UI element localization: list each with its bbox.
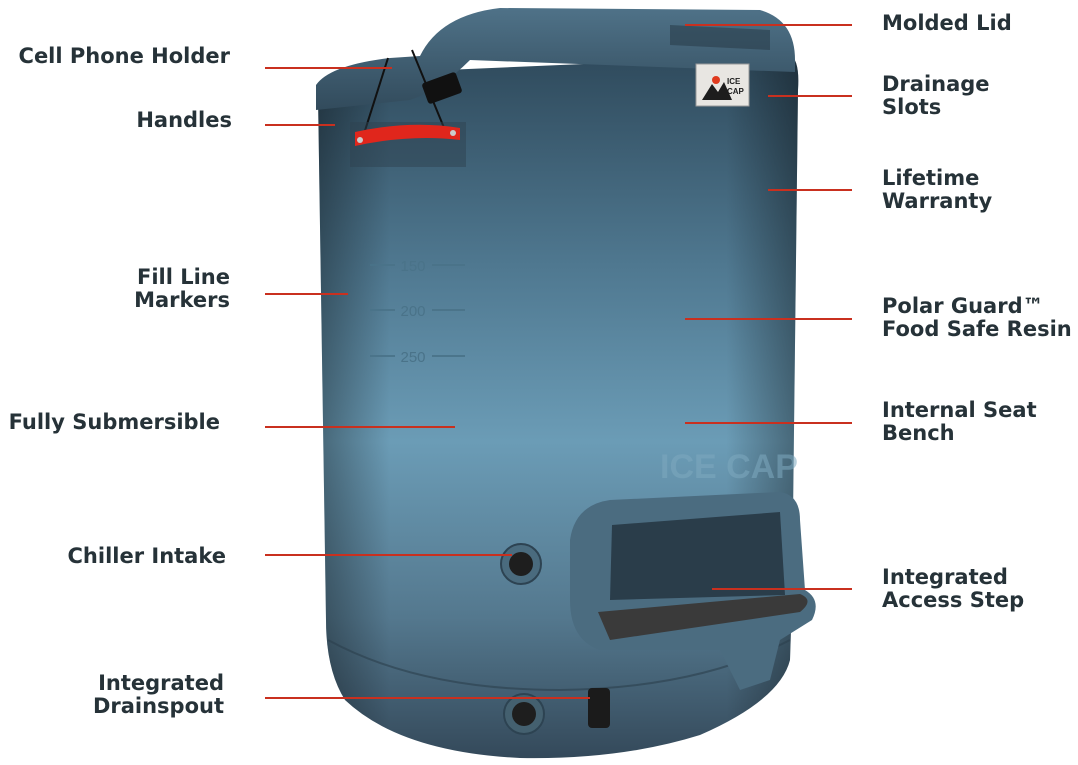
svg-text:CAP: CAP	[727, 87, 745, 96]
label-chiller-intake: Chiller Intake	[67, 544, 226, 568]
chiller-intake-plug	[500, 543, 542, 585]
access-step-shape	[570, 492, 816, 690]
drainspout-plug	[503, 688, 610, 735]
fill-marker-250: 250	[400, 349, 425, 366]
fill-marker-150: 150	[400, 258, 425, 275]
fill-line-markers-shape	[370, 264, 465, 357]
svg-text:ICE: ICE	[727, 77, 741, 86]
label-cell-phone-holder: Cell Phone Holder	[18, 44, 230, 68]
embossed-logo: ICE CAP	[660, 448, 798, 486]
cell-phone-holder-strap	[361, 49, 462, 141]
fill-marker-200: 200	[400, 303, 425, 320]
handle-shape	[350, 122, 466, 167]
leader-lines	[265, 24, 852, 699]
label-fully-submersible: Fully Submersible	[8, 410, 220, 434]
label-handles: Handles	[136, 108, 232, 132]
label-molded-lid: Molded Lid	[882, 11, 1012, 35]
ice-cap-badge: ICE CAP	[695, 63, 750, 107]
